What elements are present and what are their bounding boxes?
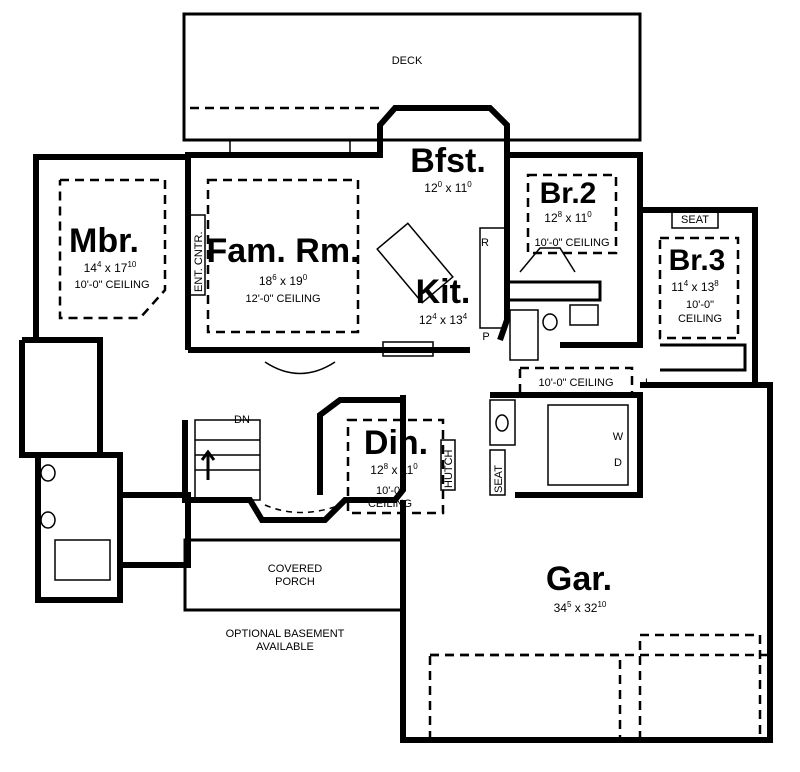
stairs-down-label: DN xyxy=(234,414,250,426)
room-dims: 114 x 138 xyxy=(671,279,719,294)
room-name: Mbr. xyxy=(69,222,139,260)
hutch-label: HUTCH xyxy=(443,449,455,488)
room-name: Gar. xyxy=(546,560,612,598)
room-name: Kit. xyxy=(416,273,471,311)
covered-porch: COVERED PORCH OPTIONAL BASEMENT AVAILABL… xyxy=(183,538,405,653)
ent-cntr-label: ENT. CNTR. xyxy=(193,232,205,293)
room-mbr: Mbr. 144 x 1710 10'-0" CEILING xyxy=(69,222,150,291)
exterior-walls xyxy=(19,105,773,743)
pantry-label: P xyxy=(482,331,489,343)
room-din: Din. 128 x 110 10'-0" CEILING HUTCH xyxy=(364,424,456,510)
refrigerator-label: R xyxy=(481,237,489,249)
room-fam: Fam. Rm. 186 x 190 12'-0" CEILING xyxy=(206,232,359,305)
deck: DECK xyxy=(182,12,642,155)
basement-label-2: AVAILABLE xyxy=(256,641,314,653)
porch-label-2: PORCH xyxy=(275,576,315,588)
seat-label: SEAT xyxy=(681,214,709,226)
room-name: Bfst. xyxy=(410,142,486,180)
room-dims: 345 x 3210 xyxy=(554,600,607,615)
lockers-label: L xyxy=(645,377,651,389)
basement-label-1: OPTIONAL BASEMENT xyxy=(226,628,345,640)
room-dims: 128 x 110 xyxy=(544,210,592,225)
room-ceiling-1: 10'-0" xyxy=(376,485,404,497)
ceiling-outlines xyxy=(58,173,740,515)
dryer-label: D xyxy=(614,457,622,469)
hall-ceiling: 10'-0" CEILING xyxy=(538,377,613,389)
deck-label: DECK xyxy=(392,55,423,67)
interior-details xyxy=(40,222,770,742)
room-br2: Br.2 128 x 110 10'-0" CEILING xyxy=(534,177,609,249)
room-name: Din. xyxy=(364,424,428,462)
room-ceiling-1: 10'-0" xyxy=(686,299,714,311)
room-dims: 186 x 190 xyxy=(259,273,308,288)
washer-label: W xyxy=(613,431,624,443)
room-ceiling-2: CEILING xyxy=(678,313,722,325)
room-gar: Gar. 345 x 3210 xyxy=(546,560,612,615)
porch-label-1: COVERED xyxy=(268,563,322,575)
room-name: Br.2 xyxy=(540,177,597,210)
room-ceiling-2: CEILING xyxy=(368,498,412,510)
room-kit: Kit. 124 x 134 R P xyxy=(416,237,490,343)
ent-cntr: ENT. CNTR. xyxy=(189,214,206,296)
laundry: SEAT W D xyxy=(489,431,624,496)
room-name: Fam. Rm. xyxy=(206,232,359,270)
stairs: DN xyxy=(234,414,250,426)
seat-label: SEAT xyxy=(493,465,505,493)
room-bfst: Bfst. 120 x 110 xyxy=(410,142,486,195)
room-dims: 128 x 110 xyxy=(370,462,418,477)
room-br3: SEAT Br.3 114 x 138 10'-0" CEILING xyxy=(669,209,726,325)
room-name: Br.3 xyxy=(669,244,726,277)
room-ceiling: 12'-0" CEILING xyxy=(245,293,320,305)
room-ceiling: 10'-0" CEILING xyxy=(534,237,609,249)
hall: 10'-0" CEILING L xyxy=(538,377,651,389)
room-dims: 144 x 1710 xyxy=(84,260,137,275)
room-dims: 120 x 110 xyxy=(424,180,472,195)
room-dims: 124 x 134 xyxy=(419,312,468,327)
room-ceiling: 10'-0" CEILING xyxy=(74,279,149,291)
